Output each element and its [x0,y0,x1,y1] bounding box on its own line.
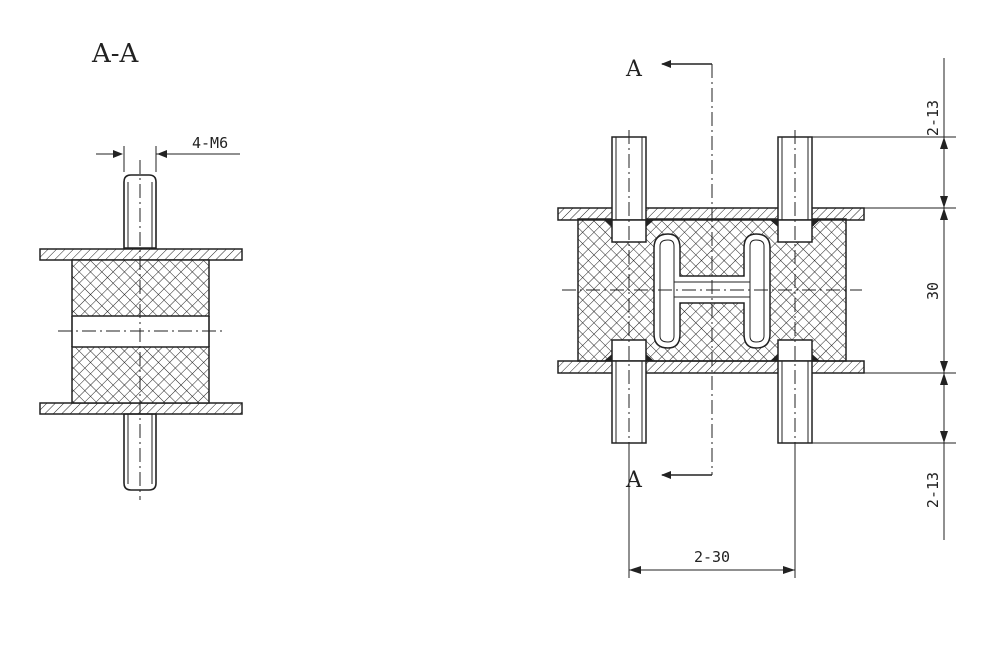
section-title: A-A [91,39,140,69]
section-cut-marker-bottom: A [625,468,712,493]
dim-top: 2-13 [924,100,942,136]
dim-bottom: 2-13 [924,472,942,508]
cut-label-bottom: A [625,468,643,493]
section-view-a-a: A-A 4-M [39,39,243,500]
thread-label: 4-M6 [192,134,228,152]
cut-label-top: A [625,57,643,82]
thread-callout: 4-M6 [96,134,240,172]
vertical-dimensions: 2-13 30 2-13 [812,58,956,540]
bottom-plate [557,360,865,374]
bottom-flange-plate [39,402,243,415]
dim-middle: 30 [924,282,942,300]
plan-view: A A 2-13 30 2-13 [557,57,956,578]
top-plate [557,207,865,221]
dim-horizontal: 2-30 [694,548,730,566]
horizontal-dimension: 2-30 [628,452,796,578]
section-cut-marker-top: A [625,57,712,82]
top-flange-plate [39,248,243,261]
